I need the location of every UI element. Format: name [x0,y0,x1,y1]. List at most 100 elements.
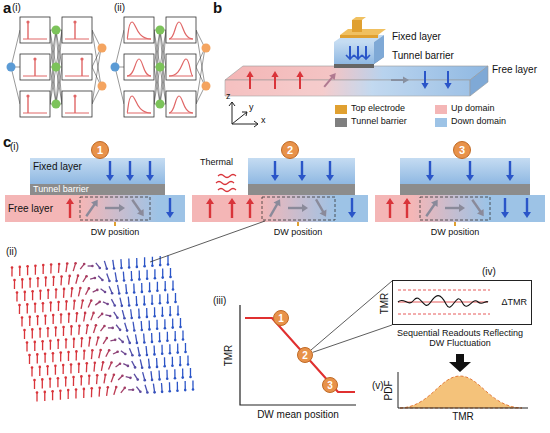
spin-lattice [154,269,155,278]
spin-lattice [158,370,160,379]
spin-lattice [76,313,78,322]
spin-lattice [169,352,172,355]
spin-lattice [39,366,42,369]
spin-lattice [68,313,71,316]
spin-lattice [192,388,195,391]
spin-lattice [182,338,185,341]
panel-letter: a [3,0,11,17]
spin-lattice [134,366,137,369]
text-label: (i) [12,2,21,13]
spin-lattice [24,330,25,339]
tmr-plot [245,318,355,392]
neural-network [196,30,205,86]
spin-lattice [164,327,167,330]
spin-lattice [26,303,29,306]
axes-triad [229,102,258,127]
spin-lattice [36,315,39,318]
spin-lattice [132,389,135,392]
spin-lattice [170,306,171,315]
spin-lattice [156,327,159,330]
spin-lattice [34,380,35,389]
spin-lattice [180,318,181,327]
spin-arrows [523,212,531,218]
spin-lattice [29,355,30,364]
neural-network [81,59,82,76]
spin-lattice [37,278,38,287]
spin-lattice [96,375,98,384]
spin-lattice [159,332,160,341]
spin-lattice [179,364,182,367]
spin-lattice [131,354,134,357]
tmr-trace [398,296,488,308]
spin-arrows [403,76,409,83]
layer-band: Free layer [5,195,185,222]
spin-arrows [166,212,174,218]
node-text: Tunnel barrier [33,184,89,194]
spin-lattice [184,351,187,354]
spin-lattice [73,338,76,341]
neural-network [166,91,196,117]
spin-lattice [18,304,21,307]
spin-lattice [104,374,107,377]
spin-lattice [125,284,127,293]
spin-lattice [174,301,177,304]
spin-lattice [139,270,140,279]
neural-network [50,30,56,67]
text-label: Fixed layer [392,31,441,42]
spin-lattice [126,329,129,332]
spin-lattice [113,267,116,270]
spin-lattice [73,339,75,348]
spin-lattice [153,315,156,318]
spin-lattice [58,264,60,273]
spin-lattice [29,317,30,326]
spin-lattice [60,276,62,285]
spin-lattice [60,391,61,400]
spin-lattice [44,353,47,356]
spin-lattice [123,387,126,390]
spin-lattice [129,377,132,380]
step-circle: 3 [322,377,338,393]
panel-letter: b [213,0,222,17]
spin-lattice [98,267,101,270]
spin-lattice [51,390,54,393]
spin-lattice [189,376,192,379]
neural-network [34,59,35,76]
spin-lattice [90,387,93,390]
spin-lattice [135,334,136,343]
spin-lattice [161,391,164,394]
spin-lattice [151,341,154,344]
node-text: TMR [380,292,391,314]
spin-lattice [58,340,59,349]
neural-network [156,100,165,109]
spin-lattice [166,370,168,379]
mtj-stack [352,17,366,20]
neural-network [92,48,101,104]
spin-arrows [302,204,308,212]
spin-lattice [91,388,93,397]
spin-lattice [19,266,22,269]
spin-arrows [228,198,236,204]
spin-lattice [76,312,79,315]
spin-lattice [55,328,56,337]
spin-lattice [164,357,165,366]
spin-lattice [73,301,75,310]
spin-lattice [59,351,62,354]
spin-lattice [29,278,32,281]
spin-arrows [137,209,144,216]
spin-lattice [11,268,12,277]
tmr-trace [398,290,490,314]
spin-lattice [167,263,170,266]
text-label: Thermal [200,158,233,168]
spin-lattice [47,328,48,337]
spin-lattice [187,363,190,366]
layer-band: Fixed layer [30,158,165,184]
legend-swatch [435,118,447,127]
neural-network [115,67,124,104]
spin-lattice [98,301,101,304]
spin-lattice [44,391,47,394]
neural-network [127,76,151,77]
neural-network [50,67,56,104]
text-label: x [261,116,266,126]
spin-lattice [144,257,145,266]
